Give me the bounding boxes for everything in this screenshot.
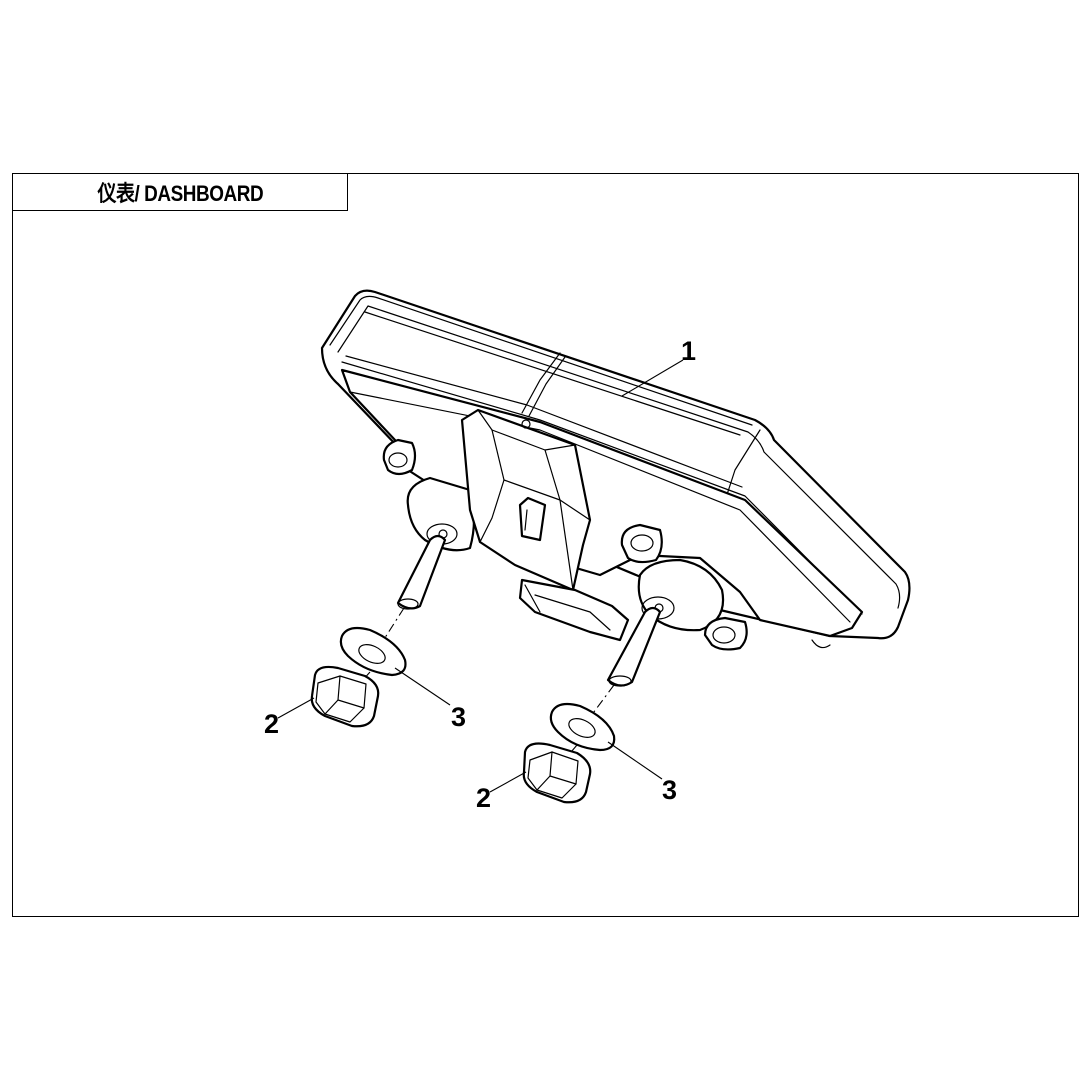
right-flange-nut	[522, 742, 592, 804]
callout-3a: 3	[451, 702, 466, 732]
leader-line-2a	[277, 697, 315, 719]
right-stud	[606, 606, 662, 687]
left-flange-nut	[310, 665, 380, 728]
leader-line-3a	[394, 667, 451, 706]
leader-line-3b	[607, 741, 663, 780]
left-washer	[339, 626, 407, 677]
callout-3b: 3	[662, 775, 677, 805]
title-box: 仪表/ DASHBOARD	[12, 173, 348, 211]
left-stud	[396, 534, 447, 610]
leader-line-1	[621, 359, 684, 397]
page-title: 仪表/ DASHBOARD	[97, 181, 263, 206]
drawing-frame	[12, 173, 1079, 917]
callout-2a: 2	[264, 709, 279, 739]
leader-line-2b	[489, 771, 527, 793]
callout-1: 1	[681, 336, 696, 366]
connector-plug	[518, 578, 630, 642]
right-washer	[549, 702, 616, 752]
left-mount-boss	[406, 476, 476, 552]
callout-2b: 2	[476, 783, 491, 813]
